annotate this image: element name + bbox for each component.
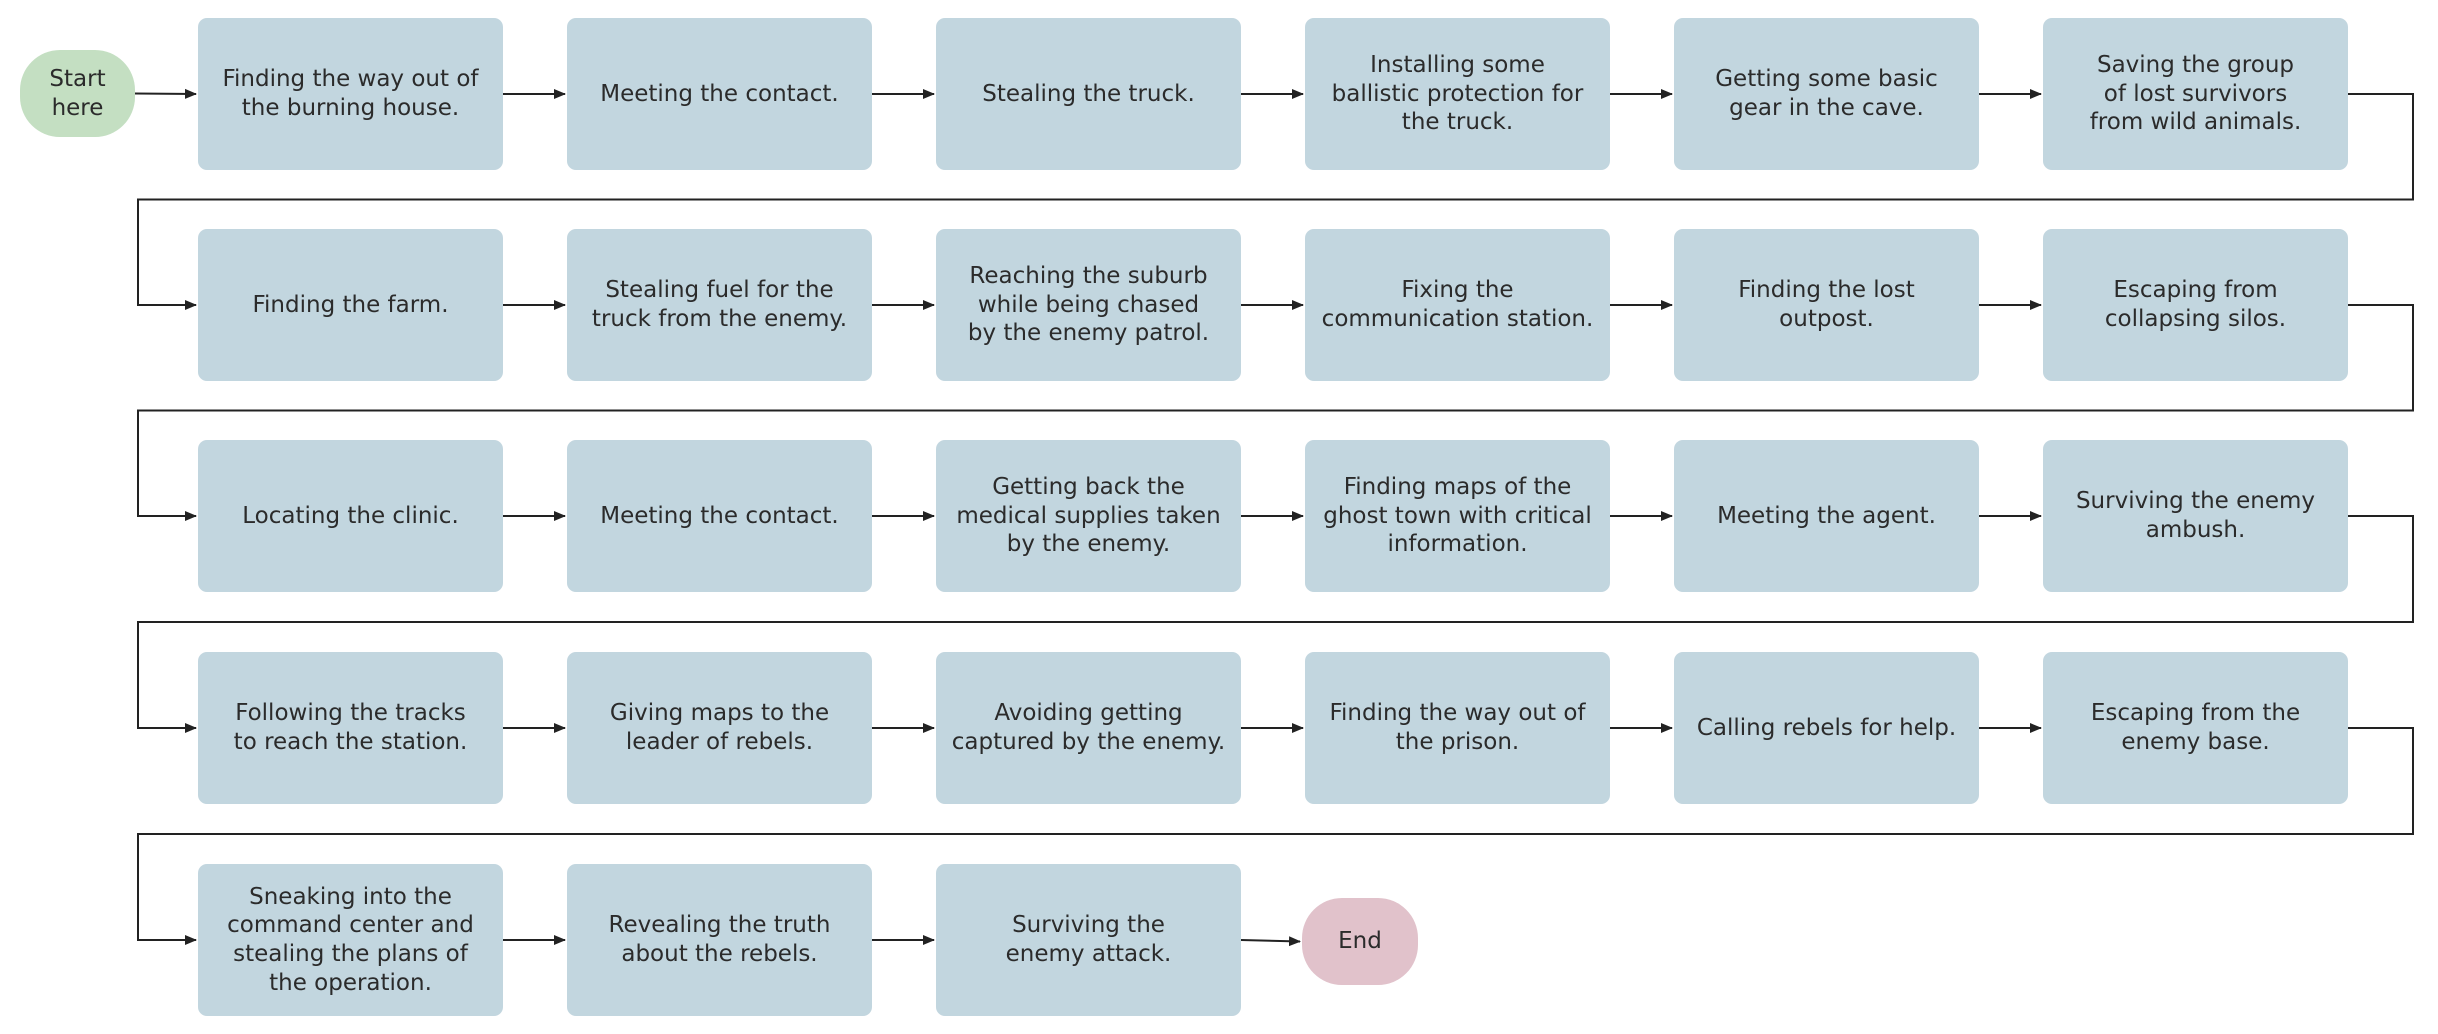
step-4-6: Escaping from the enemy base. <box>2043 652 2348 804</box>
step-label: Finding the lost outpost. <box>1738 277 1915 332</box>
step-label: Finding the farm. <box>252 291 449 318</box>
step-3-2: Meeting the contact. <box>567 440 872 592</box>
step-label: Finding the way out of the prison. <box>1329 700 1586 755</box>
step-5-2: Revealing the truth about the rebels. <box>567 864 872 1016</box>
step-2-6: Escaping from collapsing silos. <box>2043 229 2348 381</box>
step-5-1: Sneaking into the command center and ste… <box>198 864 503 1016</box>
step-4-2: Giving maps to the leader of rebels. <box>567 652 872 804</box>
step-label: Calling rebels for help. <box>1696 714 1957 741</box>
step-label: Meeting the contact. <box>600 80 839 107</box>
step-2-1: Finding the farm. <box>198 229 503 381</box>
step-4-1: Following the tracks to reach the statio… <box>198 652 503 804</box>
step-4-3: Avoiding getting captured by the enemy. <box>936 652 1241 804</box>
step-label: Revealing the truth about the rebels. <box>608 912 831 967</box>
step-label: Installing some ballistic protection for… <box>1331 52 1584 136</box>
step-4-4: Finding the way out of the prison. <box>1305 652 1610 804</box>
step-label: Escaping from the enemy base. <box>2090 700 2301 755</box>
step-1-1: Finding the way out of the burning house… <box>198 18 503 170</box>
arrow-connector <box>1240 936 1301 947</box>
step-1-5: Getting some basic gear in the cave. <box>1674 18 1979 170</box>
step-label: Surviving the enemy ambush. <box>2075 488 2316 543</box>
step-5-3: Surviving the enemy attack. <box>936 864 1241 1016</box>
row-wrap-connector <box>137 93 2414 310</box>
row-wrap-connector <box>137 304 2414 521</box>
step-label: Avoiding getting captured by the enemy. <box>951 700 1226 755</box>
step-3-6: Surviving the enemy ambush. <box>2043 440 2348 592</box>
step-label: Saving the group of lost survivors from … <box>2089 52 2302 136</box>
start-node: Start here <box>20 50 135 137</box>
step-label: Finding maps of the ghost town with crit… <box>1323 474 1592 558</box>
step-label: Fixing the communication station. <box>1321 277 1594 332</box>
step-label: Meeting the agent. <box>1717 502 1936 529</box>
step-3-3: Getting back the medical supplies taken … <box>936 440 1241 592</box>
step-label: Following the tracks to reach the statio… <box>233 700 468 755</box>
step-3-5: Meeting the agent. <box>1674 440 1979 592</box>
step-1-6: Saving the group of lost survivors from … <box>2043 18 2348 170</box>
step-4-5: Calling rebels for help. <box>1674 652 1979 804</box>
step-label: Locating the clinic. <box>242 502 459 529</box>
step-2-3: Reaching the suburb while being chased b… <box>936 229 1241 381</box>
step-label: Meeting the contact. <box>600 502 839 529</box>
step-label: Finding the way out of the burning house… <box>222 66 479 121</box>
row-wrap-connector <box>137 515 2414 733</box>
step-2-2: Stealing fuel for the truck from the ene… <box>567 229 872 381</box>
end-node: End <box>1302 898 1418 985</box>
end-label: End <box>1338 928 1382 955</box>
step-1-3: Stealing the truck. <box>936 18 1241 170</box>
step-2-5: Finding the lost outpost. <box>1674 229 1979 381</box>
step-3-4: Finding maps of the ghost town with crit… <box>1305 440 1610 592</box>
arrow-connector <box>134 88 197 99</box>
step-label: Giving maps to the leader of rebels. <box>609 700 830 755</box>
step-label: Sneaking into the command center and ste… <box>227 883 474 996</box>
step-1-2: Meeting the contact. <box>567 18 872 170</box>
step-2-4: Fixing the communication station. <box>1305 229 1610 381</box>
step-label: Getting some basic gear in the cave. <box>1715 66 1938 121</box>
step-label: Stealing the truck. <box>982 80 1195 107</box>
step-label: Escaping from collapsing silos. <box>2104 277 2287 332</box>
step-label: Stealing fuel for the truck from the ene… <box>591 277 848 332</box>
step-label: Surviving the enemy attack. <box>1005 912 1172 967</box>
start-label: Start here <box>49 65 106 121</box>
step-3-1: Locating the clinic. <box>198 440 503 592</box>
step-label: Reaching the suburb while being chased b… <box>967 263 1210 347</box>
step-1-4: Installing some ballistic protection for… <box>1305 18 1610 170</box>
step-label: Getting back the medical supplies taken … <box>956 474 1221 558</box>
row-wrap-connector <box>137 727 2414 945</box>
